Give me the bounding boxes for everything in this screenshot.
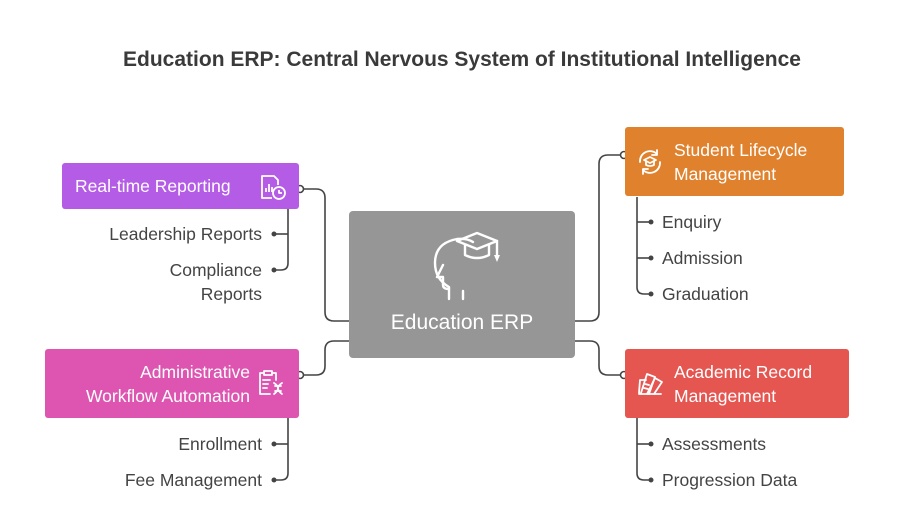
clipboard-dna-icon bbox=[259, 370, 283, 395]
connector-student-list bbox=[636, 197, 651, 295]
list-item: Admission bbox=[662, 248, 743, 268]
head-graduation-cap-icon bbox=[433, 231, 500, 301]
connector-academic bbox=[575, 340, 624, 376]
connector-academic-list bbox=[636, 418, 651, 481]
reporting-box: Real-time Reporting bbox=[62, 163, 299, 209]
reporting-label: Real-time Reporting bbox=[75, 176, 231, 196]
list-item: Assessments bbox=[662, 434, 767, 454]
connector-reporting bbox=[300, 188, 349, 322]
records-fan-icon bbox=[638, 373, 663, 395]
list-item: Enquiry bbox=[662, 212, 722, 232]
admin-box: Administrative Workflow Automation bbox=[45, 349, 299, 418]
diagram-title: Education ERP: Central Nervous System of… bbox=[123, 48, 801, 71]
list-item: Fee Management bbox=[124, 470, 262, 490]
list-item: Enrollment bbox=[178, 434, 262, 454]
list-item: Compliance Reports bbox=[169, 260, 262, 304]
admin-label: Administrative Workflow Automation bbox=[85, 362, 250, 406]
list-item: Progression Data bbox=[662, 470, 798, 490]
student-box: Student Lifecycle Management bbox=[625, 127, 844, 196]
connector-admin-list bbox=[274, 418, 289, 481]
connector-reporting-list bbox=[274, 209, 289, 271]
academic-box: Academic Record Management bbox=[625, 349, 849, 418]
center-node: Education ERP bbox=[349, 211, 575, 358]
cycle-graduation-cap-icon bbox=[639, 149, 661, 175]
connector-student bbox=[575, 154, 624, 322]
academic-label: Academic Record Management bbox=[674, 362, 813, 406]
connector-admin bbox=[300, 340, 349, 376]
list-item: Leadership Reports bbox=[109, 224, 262, 244]
center-label: Education ERP bbox=[390, 311, 534, 334]
student-label: Student Lifecycle Management bbox=[674, 140, 808, 184]
report-clock-icon bbox=[261, 175, 286, 200]
list-item: Graduation bbox=[662, 284, 749, 304]
